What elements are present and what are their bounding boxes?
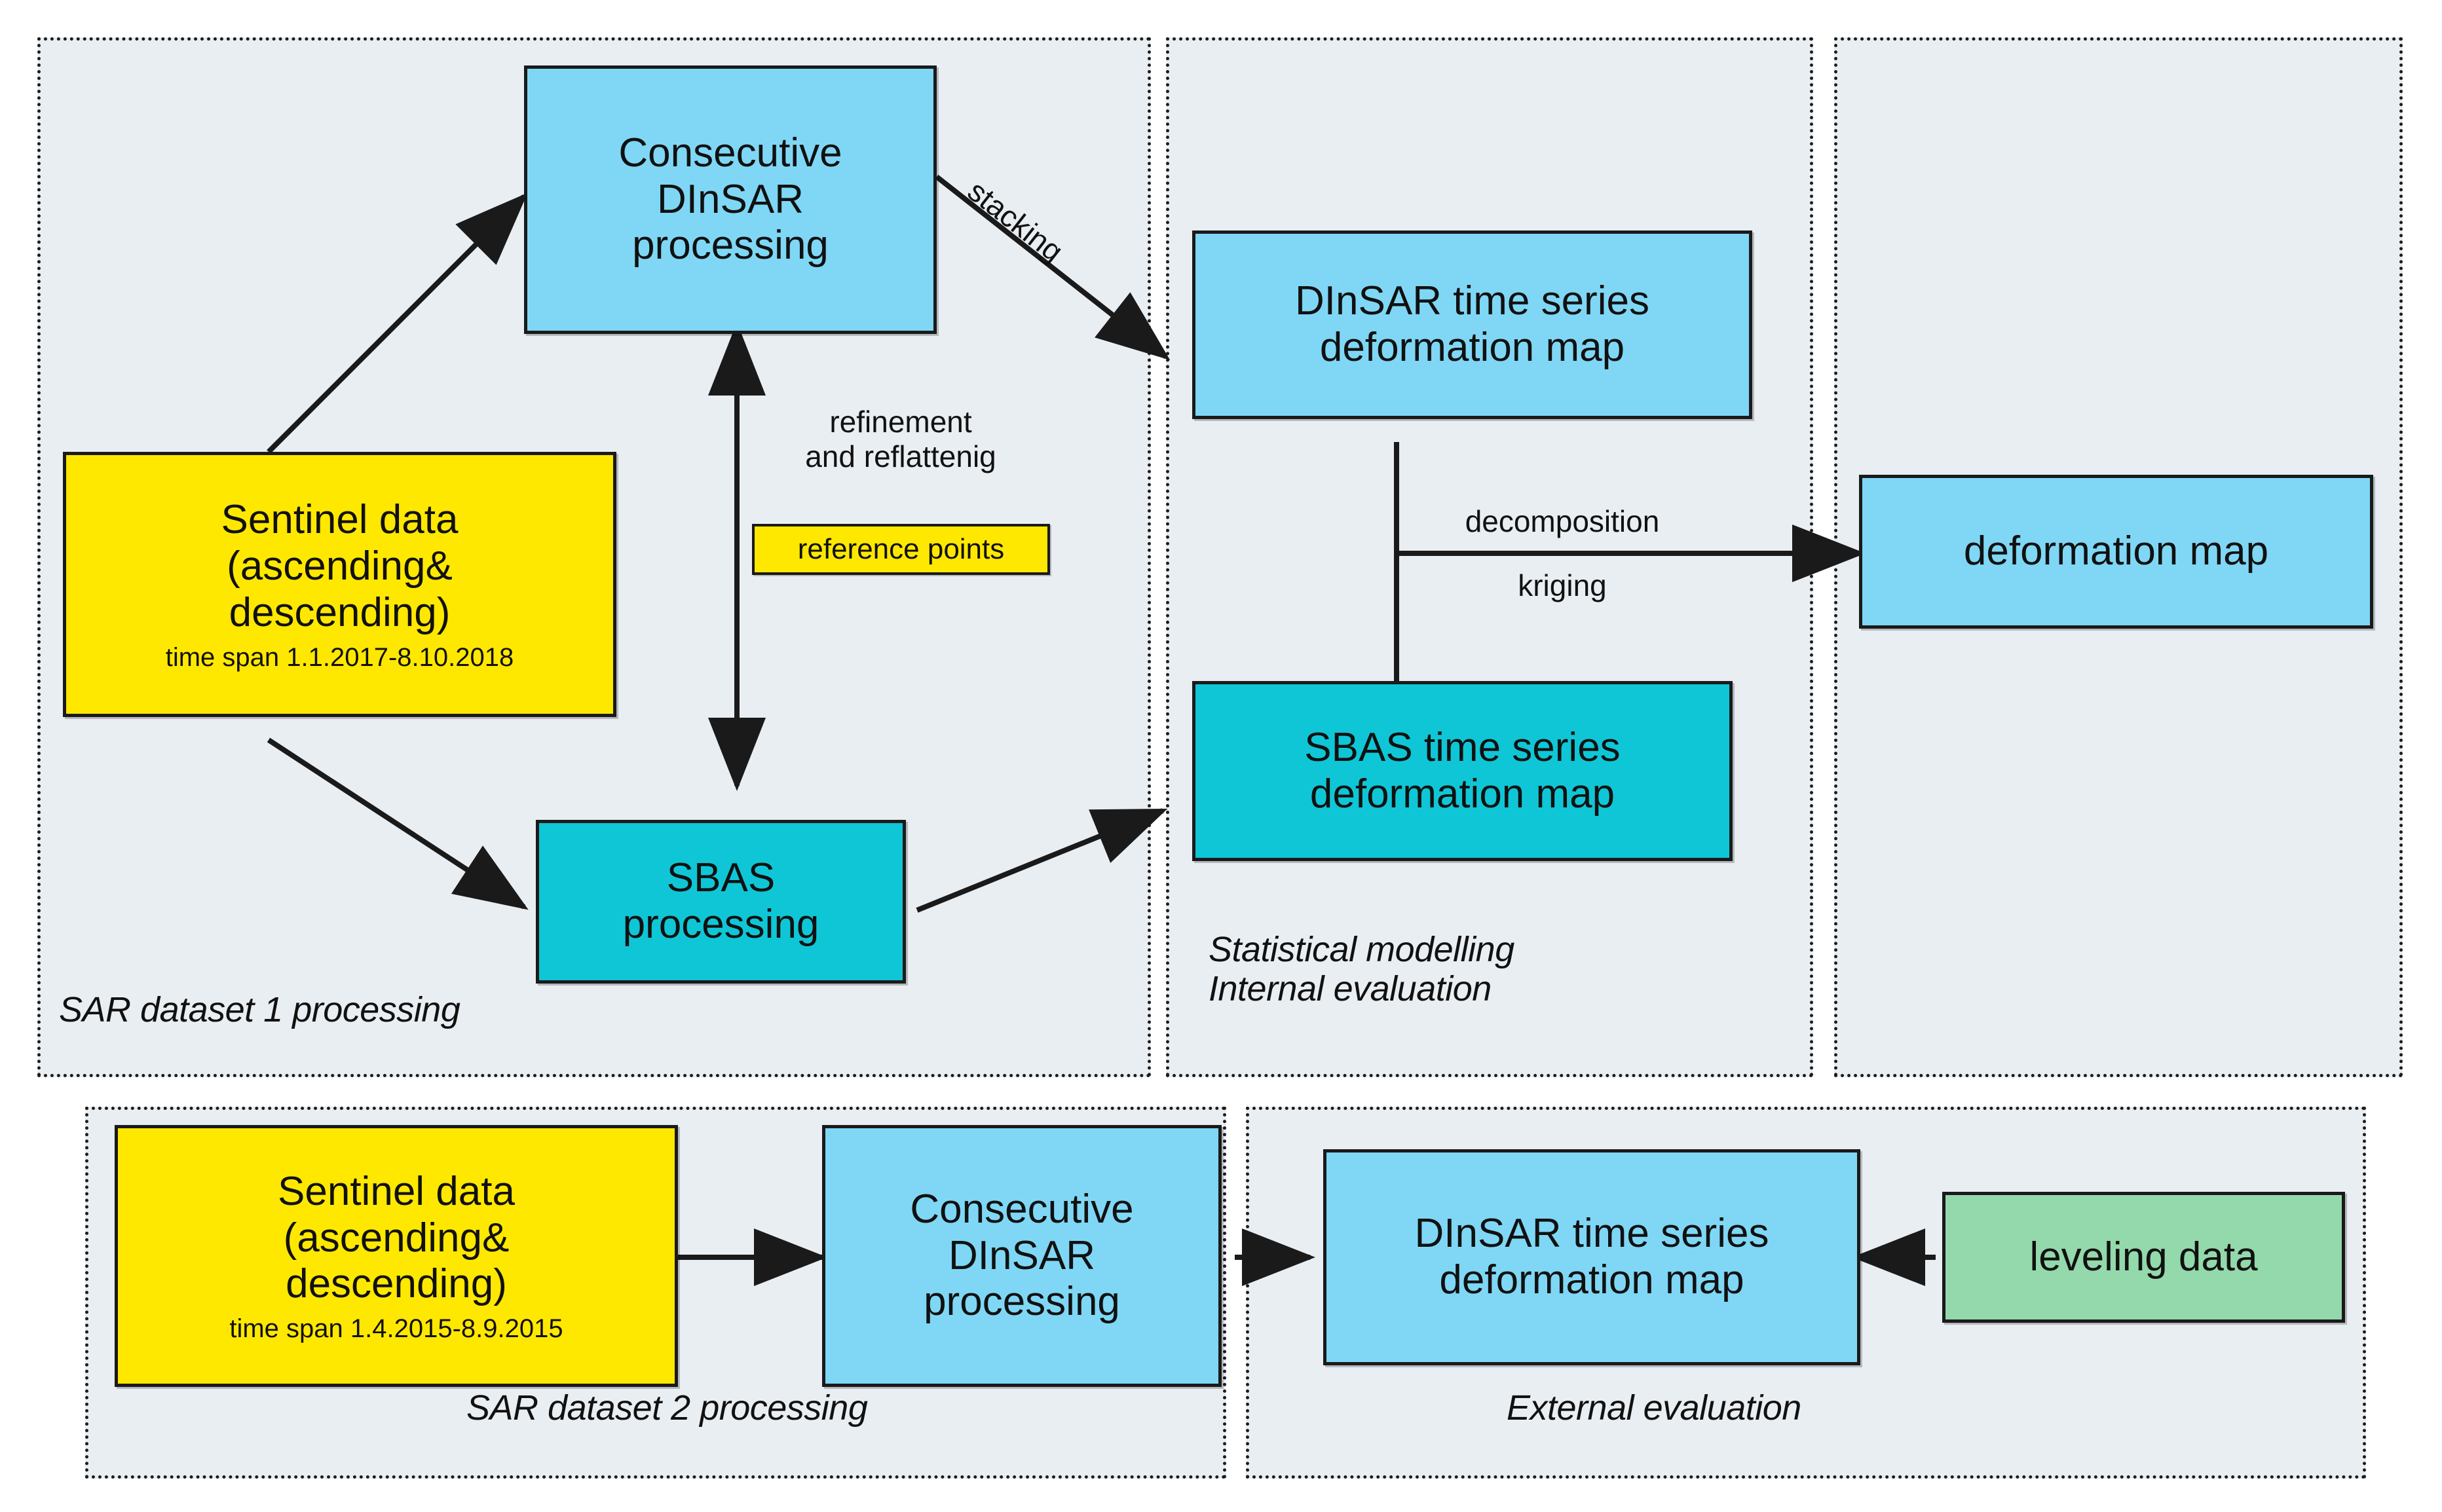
box-line-1: DInSAR time series <box>1414 1211 1769 1257</box>
box-deformation-map[interactable]: deformation map <box>1859 475 2373 629</box>
box-line-1: SBAS <box>666 855 776 901</box>
tag-reference-points[interactable]: reference points <box>752 524 1050 575</box>
box-leveling-data[interactable]: leveling data <box>1942 1192 2345 1323</box>
box-sbas-processing[interactable]: SBAS processing <box>536 820 906 984</box>
box-line-1: DInSAR time series <box>1295 278 1649 324</box>
box-timespan: time span 1.4.2015-8.9.2015 <box>229 1314 563 1343</box>
tag-label: reference points <box>797 533 1005 565</box>
box-line-1: leveling data <box>2029 1234 2258 1280</box>
box-dinsar-time-series-map-1[interactable]: DInSAR time series deformation map <box>1192 230 1752 419</box>
box-line-3: descending) <box>229 589 451 635</box>
box-line-2: processing <box>622 902 819 947</box>
box-line-1: SBAS time series <box>1304 724 1621 770</box>
box-consecutive-dinsar-processing-2[interactable]: Consecutive DInSAR processing <box>822 1125 1222 1387</box>
box-line-1: Consecutive <box>910 1186 1134 1232</box>
box-line-1: deformation map <box>1963 528 2269 574</box>
box-line-2: (ascending& <box>227 544 453 589</box>
box-timespan: time span 1.1.2017-8.10.2018 <box>165 642 514 672</box>
box-line-2: (ascending& <box>283 1215 510 1261</box>
label-kriging: kriging <box>1518 568 1607 602</box>
box-consecutive-dinsar-processing-1[interactable]: Consecutive DInSAR processing <box>524 65 937 334</box>
panel-label-external-evaluation: External evaluation <box>1507 1388 1801 1428</box>
box-line-3: processing <box>632 223 829 268</box>
box-line-3: descending) <box>286 1261 507 1307</box>
panel-label-sar-dataset-2: SAR dataset 2 processing <box>466 1388 868 1428</box>
box-line-2: deformation map <box>1319 325 1625 370</box>
label-decomposition: decomposition <box>1465 504 1660 538</box>
panel-label-statistical-modelling: Statistical modelling Internal evaluatio… <box>1209 930 1514 1009</box>
box-line-2: deformation map <box>1309 771 1615 817</box>
box-line-2: deformation map <box>1439 1257 1744 1302</box>
panel-statistical-modelling <box>1166 37 1813 1077</box>
box-line-1: Sentinel data <box>278 1168 515 1214</box>
box-line-2: DInSAR <box>657 176 804 222</box>
box-line-2: DInSAR <box>949 1232 1095 1278</box>
box-sentinel-data-1[interactable]: Sentinel data (ascending& descending) ti… <box>63 452 616 717</box>
box-line-1: Sentinel data <box>221 497 459 543</box>
label-refinement-and-reflattening: refinement and reflattenig <box>805 405 996 474</box>
box-line-3: processing <box>924 1279 1120 1325</box>
box-sbas-time-series-map[interactable]: SBAS time series deformation map <box>1192 681 1733 861</box>
box-sentinel-data-2[interactable]: Sentinel data (ascending& descending) ti… <box>115 1125 678 1387</box>
panel-label-sar-dataset-1: SAR dataset 1 processing <box>59 990 460 1029</box>
box-line-1: Consecutive <box>618 130 842 175</box>
box-dinsar-time-series-map-2[interactable]: DInSAR time series deformation map <box>1323 1149 1860 1365</box>
